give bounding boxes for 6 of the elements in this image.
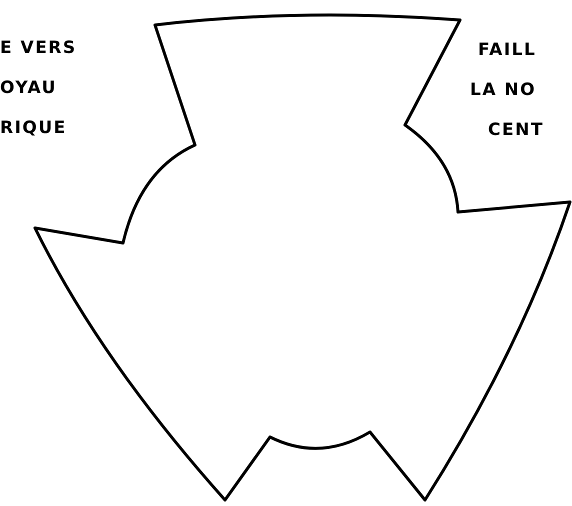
label-text: FAILL [478, 40, 536, 60]
label-text: E VERS [0, 38, 77, 58]
label-text: RIQUE [0, 118, 67, 138]
label-text: LA NO [470, 80, 536, 100]
label-text: OYAU [0, 78, 57, 98]
label-text: CENT [488, 120, 544, 140]
